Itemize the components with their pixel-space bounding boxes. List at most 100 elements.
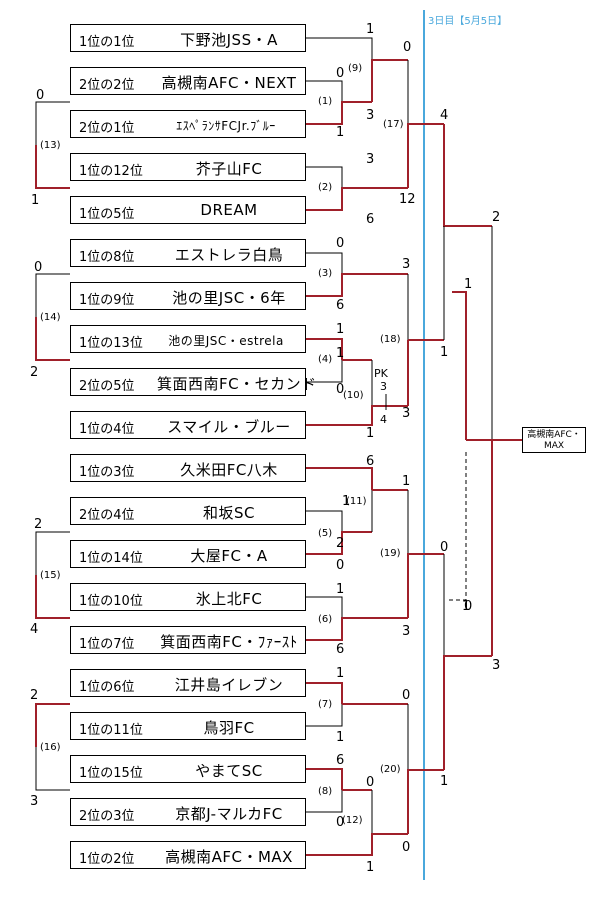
team-rank: 1位の12位	[79, 164, 143, 179]
team-name: DREAM	[200, 201, 258, 219]
team-rank: 1位の11位	[79, 723, 143, 738]
score: 1	[464, 277, 473, 292]
score: 0	[402, 688, 411, 703]
score: 2	[492, 210, 501, 225]
score: 1	[462, 599, 471, 614]
match-number: (14)	[40, 312, 61, 323]
score: 3	[402, 406, 411, 421]
team-rank: 1位の1位	[79, 35, 135, 50]
score: 3	[402, 624, 411, 639]
score: 3	[366, 152, 375, 167]
score: 3	[402, 257, 411, 272]
score: 0	[336, 66, 345, 81]
score: 6	[336, 298, 345, 313]
team-name: 江井島イレブン	[174, 676, 284, 694]
score: 2	[336, 536, 345, 551]
score: 0	[464, 599, 473, 614]
match-number: (8)	[318, 786, 333, 797]
score: 6	[336, 753, 345, 768]
team-box: 1位の15位 やまてSC	[70, 755, 306, 783]
team-name: 箕面西南FC・ﾌｧｰｽﾄ	[160, 633, 298, 651]
score: 1	[440, 774, 449, 789]
team-rank: 1位の4位	[79, 422, 135, 437]
score: 1	[336, 322, 345, 337]
score: 1	[366, 22, 375, 37]
team-rank: 1位の10位	[79, 594, 143, 609]
champion-box: 高槻南AFC・ MAX	[522, 427, 586, 453]
pk-score-top: 3	[380, 380, 387, 393]
champion-name-line2: MAX	[543, 441, 565, 451]
score: 0	[336, 815, 345, 830]
match-number: (6)	[318, 614, 333, 625]
score: 0	[366, 775, 375, 790]
team-box: 2位の1位 ｴｽﾍﾟﾗﾝｻFCJr.ﾌﾞﾙｰ	[70, 110, 306, 138]
team-rank: 1位の3位	[79, 465, 135, 480]
score: 6	[336, 642, 345, 657]
team-rank: 2位の5位	[79, 379, 135, 394]
team-name: 鳥羽FC	[203, 719, 255, 737]
match-number: (11)	[346, 496, 367, 507]
team-box: 1位の10位 氷上北FC	[70, 583, 306, 611]
team-rank: 1位の7位	[79, 637, 135, 652]
score: 1	[402, 474, 411, 489]
team-box: 1位の9位 池の里JSC・6年	[70, 282, 306, 310]
score: 3	[366, 108, 375, 123]
match-number: (16)	[40, 742, 61, 753]
team-name: 下野池JSS・A	[180, 31, 278, 49]
score: 4	[30, 622, 39, 637]
day-label: 3日目【5月5日】	[428, 16, 508, 27]
score: 1	[336, 666, 345, 681]
score: 0	[336, 558, 345, 573]
team-name: 和坂SC	[203, 504, 255, 522]
team-box: 2位の5位箕面西南FC・セカンド	[70, 368, 316, 396]
score: 0	[336, 236, 345, 251]
score: 1	[31, 193, 40, 208]
score: 6	[366, 454, 375, 469]
match-number: (13)	[40, 140, 61, 151]
team-box: 1位の4位 スマイル・ブルー	[70, 411, 306, 439]
team-box: 1位の13位池の里JSC・estrela	[70, 325, 306, 353]
team-name: 池の里JSC・6年	[172, 289, 286, 307]
team-box: 2位の2位 高槻南AFC・NEXT	[70, 67, 306, 95]
team-box: 1位の11位 鳥羽FC	[70, 712, 306, 740]
team-name: 池の里JSC・estrela	[168, 334, 284, 348]
match-number: (20)	[380, 764, 401, 775]
team-box: 1位の14位大屋FC・A	[70, 540, 306, 568]
team-rank: 1位の2位	[79, 852, 135, 867]
team-box: 1位の8位エストレラ白鳥	[70, 239, 306, 267]
team-name: 芥子山FC	[195, 160, 263, 178]
team-name: 高槻南AFC・NEXT	[161, 74, 297, 92]
score: 1	[366, 860, 375, 875]
match-number: (10)	[343, 390, 364, 401]
match-number: (17)	[383, 119, 404, 130]
team-rank: 2位の2位	[79, 78, 135, 93]
match-number: (3)	[318, 268, 333, 279]
score: 2	[34, 517, 43, 532]
team-rank: 1位の6位	[79, 680, 135, 695]
team-name: 大屋FC・A	[190, 547, 268, 565]
score: 1	[342, 494, 351, 509]
score: 6	[366, 212, 375, 227]
team-name: 高槻南AFC・MAX	[165, 848, 293, 866]
match-number: (19)	[380, 548, 401, 559]
team-rank: 1位の15位	[79, 766, 143, 781]
team-name: 氷上北FC	[195, 590, 263, 608]
score: 1	[440, 345, 449, 360]
score: 0	[403, 40, 412, 55]
team-rank: 1位の9位	[79, 293, 135, 308]
team-name: やまてSC	[195, 762, 263, 780]
team-box: 1位の3位 久米田FC八木	[70, 454, 306, 482]
team-rank: 2位の3位	[79, 809, 135, 824]
team-name: 久米田FC八木	[180, 461, 278, 479]
team-rank: 2位の1位	[79, 121, 135, 136]
team-box: 1位の2位 高槻南AFC・MAX	[70, 841, 306, 869]
score: 2	[30, 688, 39, 703]
team-name: ｴｽﾍﾟﾗﾝｻFCJr.ﾌﾞﾙｰ	[176, 119, 276, 133]
match-number: (7)	[318, 699, 333, 710]
score: 1	[336, 125, 345, 140]
match-number: (1)	[318, 96, 333, 107]
team-name: スマイル・ブルー	[167, 418, 291, 436]
score: 3	[30, 794, 39, 809]
match-number: (2)	[318, 182, 333, 193]
